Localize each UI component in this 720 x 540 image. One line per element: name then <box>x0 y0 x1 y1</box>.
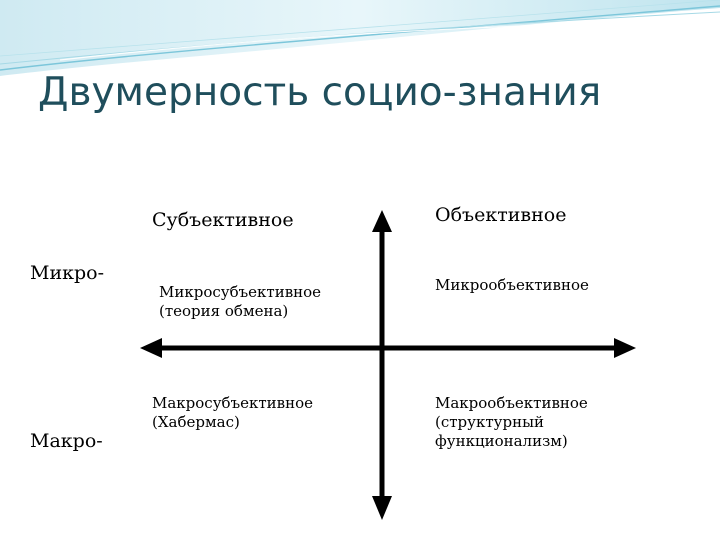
vertical-axis-arrow-down <box>372 496 392 520</box>
vertical-axis-arrow-up <box>372 210 392 232</box>
cell-macro-subjective: Макросубъективное (Хабермас) <box>152 394 314 431</box>
horizontal-axis-arrow-left <box>140 338 162 358</box>
slide-title: Двумерность социо-знания <box>38 70 602 115</box>
cell-micro-subjective: Микросубъективное (теория обмена) <box>159 283 322 320</box>
column-header-objective: Объективное <box>435 204 567 226</box>
cell-macro-objective: Макрообъективное (структурный функционал… <box>435 394 588 450</box>
cell-micro-objective: Микрообъективное <box>435 276 589 294</box>
header-wave-decoration <box>0 0 720 76</box>
row-header-micro: Микро- <box>30 262 105 284</box>
column-header-subjective: Субъективное <box>152 209 294 231</box>
row-header-macro: Макро- <box>30 430 103 452</box>
horizontal-axis-arrow-right <box>614 338 636 358</box>
